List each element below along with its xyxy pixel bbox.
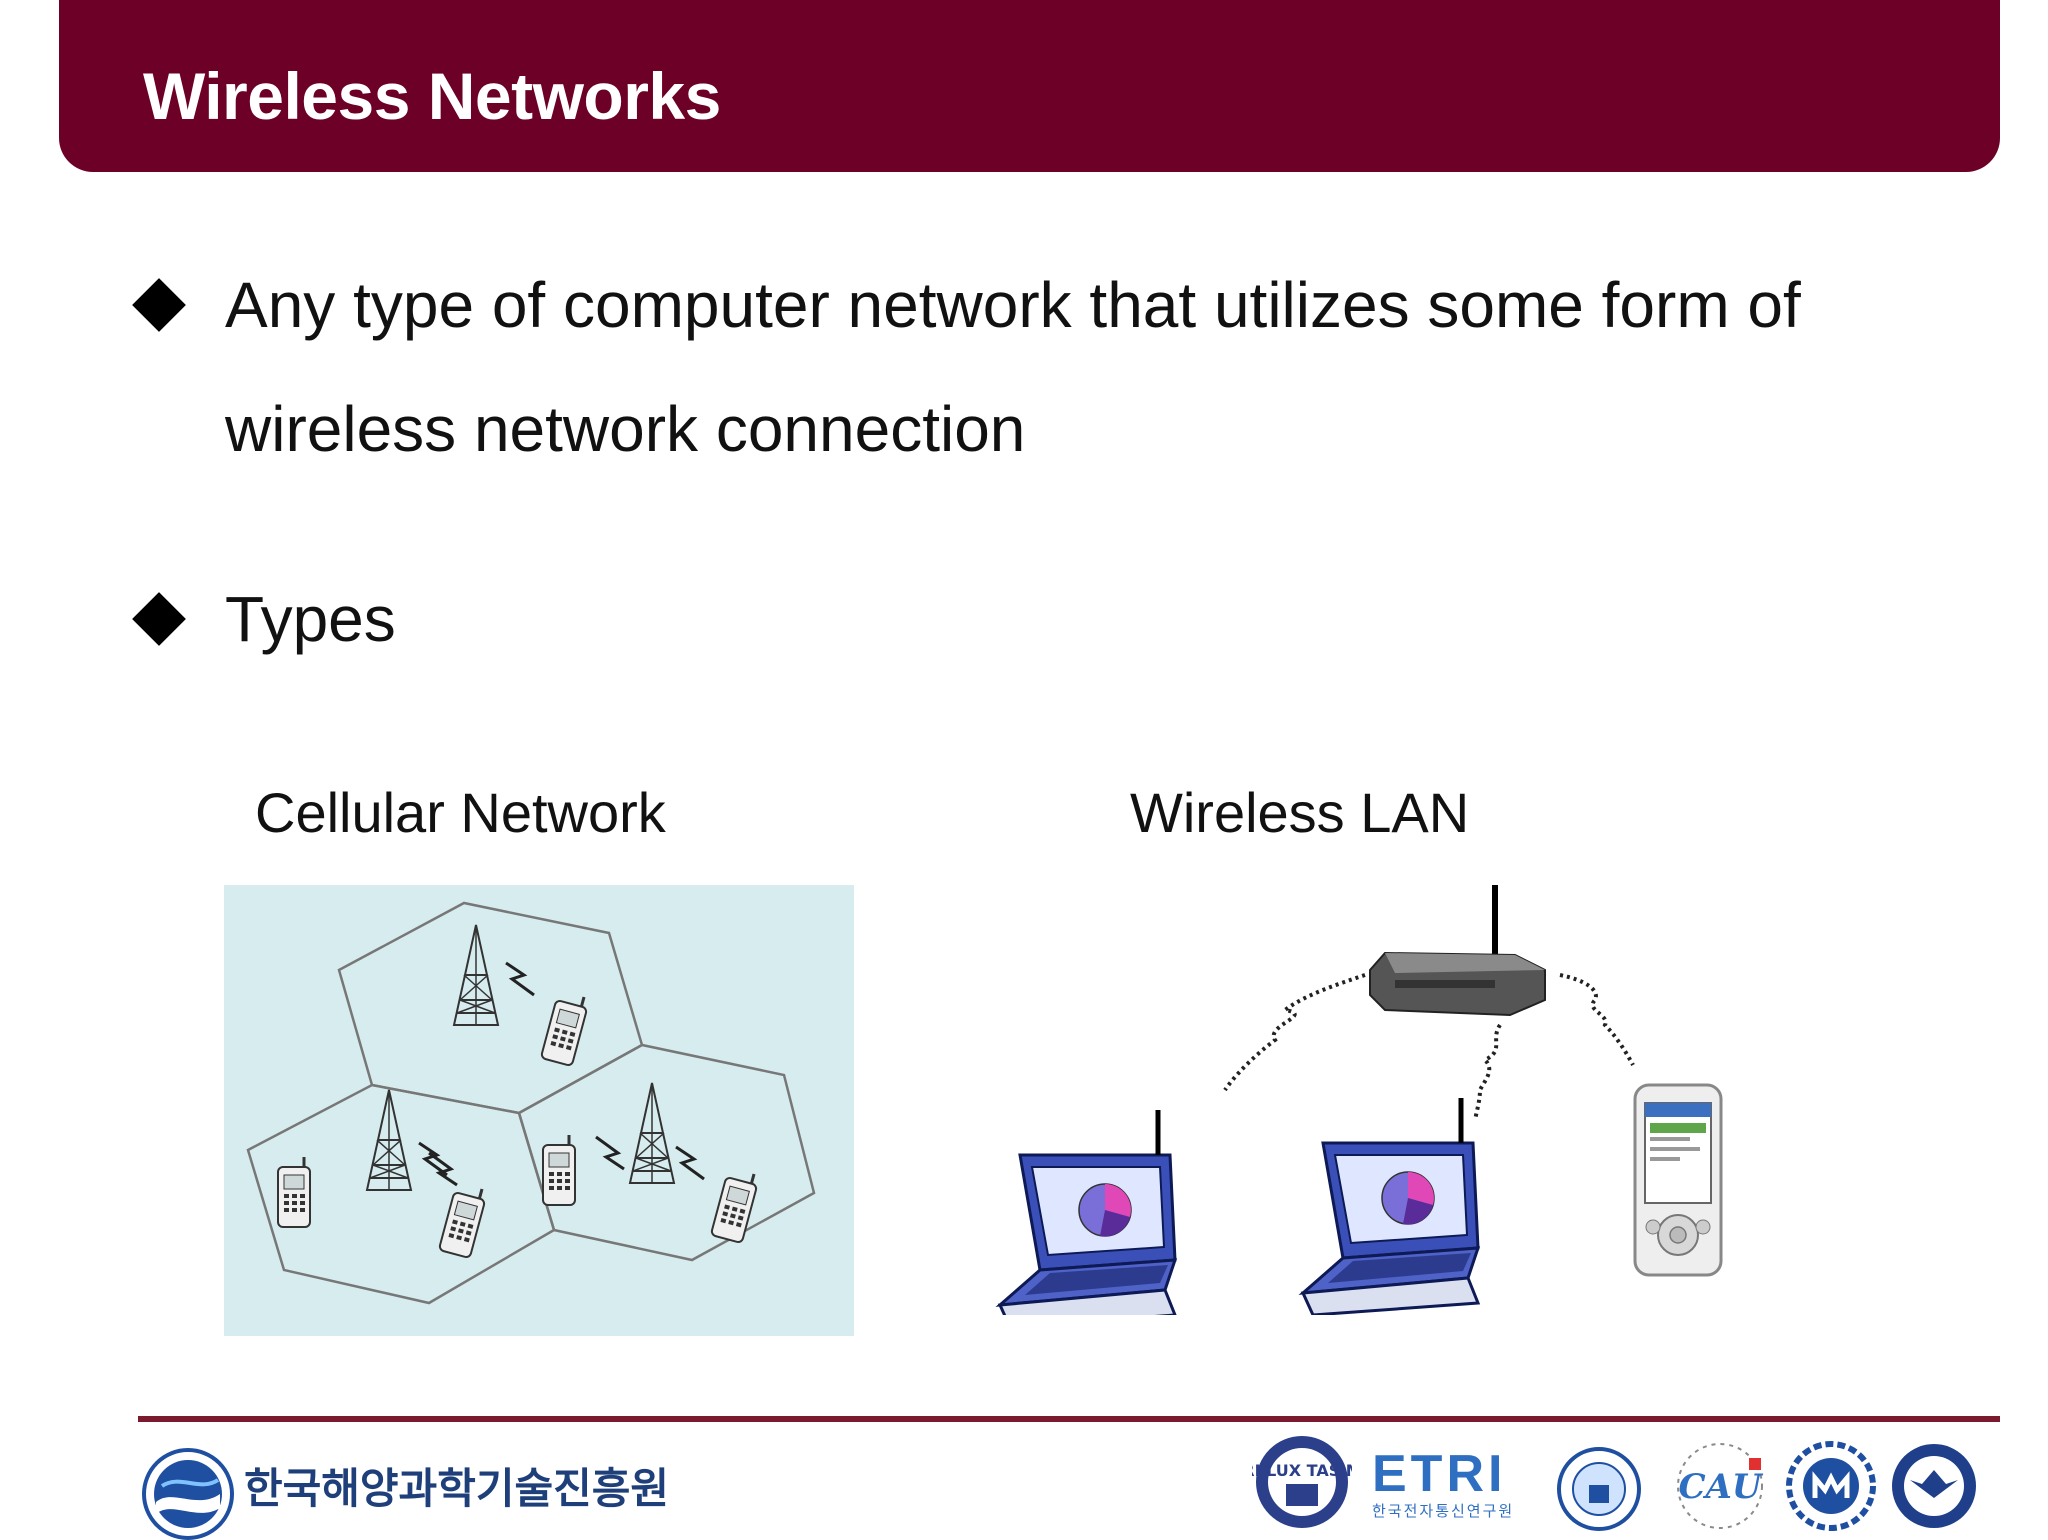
title-bar [59, 0, 2000, 172]
aerospace-university-emblem-icon [1892, 1444, 1976, 1528]
cellular-network-illustration [224, 885, 854, 1336]
cau-logo: CAU [1677, 1443, 1764, 1529]
bullet-text-line: wireless network connection [225, 393, 1026, 465]
inha-university-emblem-icon [1557, 1447, 1641, 1531]
kiost-logo-icon [142, 1448, 234, 1540]
bullet-diamond-icon [132, 592, 186, 646]
wireless-lan-caption: Wireless LAN [1130, 781, 1470, 844]
etri-logo-subtext: 한국전자통신연구원 [1372, 1502, 1515, 1520]
footer-divider [138, 1416, 2000, 1422]
bullet-diamond-icon [132, 278, 186, 332]
bullet-text-line: Any type of computer network that utiliz… [225, 269, 1801, 341]
snu-emblem-text: VERI LUX TAS MEA [1252, 1461, 1352, 1480]
cau-logo-text: CAU [1678, 1467, 1763, 1507]
bullet-text-types: Types [225, 583, 396, 655]
footer-org-name: 한국해양과학기술진흥원 [244, 1464, 670, 1513]
etri-logo: ETRI 한국전자통신연구원 [1372, 1448, 1537, 1521]
etri-logo-text: ETRI [1372, 1445, 1507, 1503]
snu-emblem-icon: VERI LUX TAS MEA [1252, 1436, 1352, 1528]
slide-title: Wireless Networks [143, 59, 721, 133]
cellular-network-caption: Cellular Network [255, 781, 666, 844]
wireless-lan-illustration [985, 875, 1745, 1315]
mokpo-university-emblem-icon [1786, 1441, 1876, 1531]
